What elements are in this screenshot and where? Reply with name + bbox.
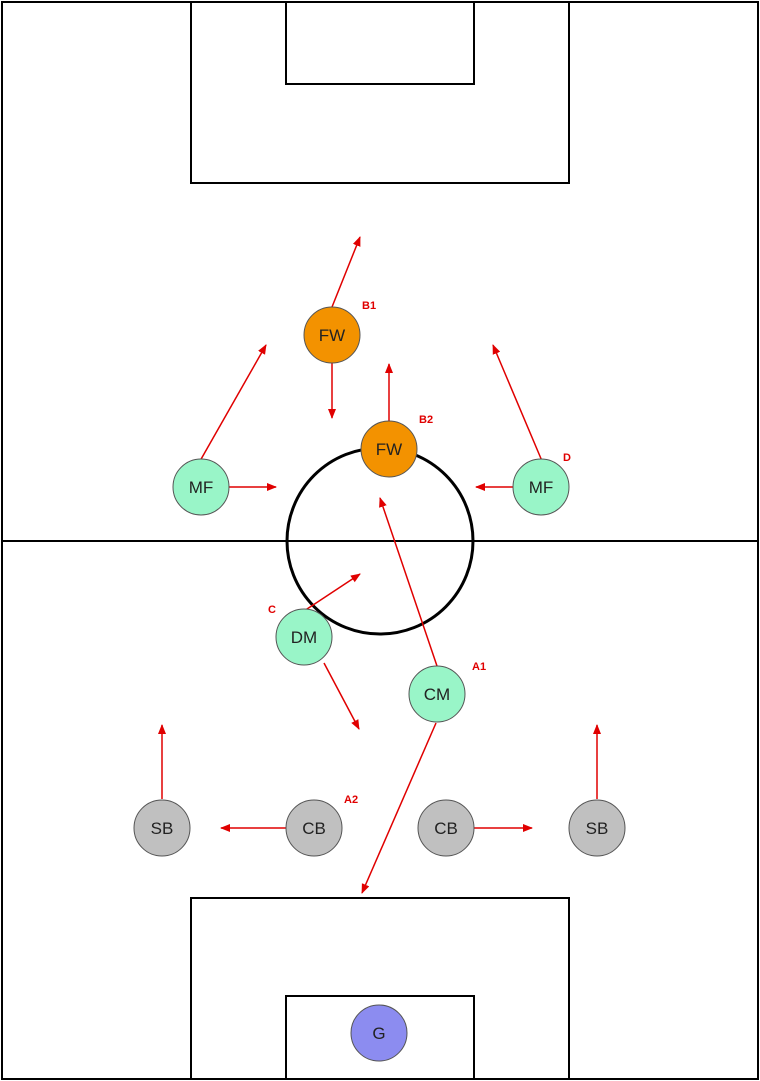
player-fw-b1: FW [303, 306, 361, 364]
player-marker [275, 608, 333, 666]
top-goal-area [285, 1, 475, 85]
tag-d: D [563, 452, 571, 464]
movement-arrow [323, 662, 360, 730]
player-label: SB [586, 819, 609, 838]
player-fw-b2: FW [360, 420, 418, 478]
player-label: CM [424, 685, 450, 704]
movement-arrows [158, 236, 601, 894]
tag-b2: B2 [419, 414, 433, 426]
player-marker [360, 420, 418, 478]
player-label: FW [376, 440, 402, 459]
player-label: CB [434, 819, 458, 838]
player-marker [133, 799, 191, 857]
player-marker [568, 799, 626, 857]
player-marker [285, 799, 343, 857]
players: FW FW MF MF DM CM SB CB CB SB G [133, 306, 626, 1062]
player-label: FW [319, 326, 345, 345]
movement-arrow [361, 722, 437, 894]
tag-a2: A2 [344, 794, 358, 806]
player-marker [408, 665, 466, 723]
player-cm: CM [408, 665, 466, 723]
bottom-goal-area [285, 995, 475, 1080]
player-gk: G [350, 1004, 408, 1062]
player-label: CB [302, 819, 326, 838]
player-marker [350, 1004, 408, 1062]
tag-a1: A1 [472, 661, 486, 673]
player-cb-left: CB [285, 799, 343, 857]
movement-arrow [331, 236, 361, 308]
player-mf-right: MF [512, 458, 570, 516]
player-sb-left: SB [133, 799, 191, 857]
movement-arrow [492, 344, 543, 462]
player-marker [417, 799, 475, 857]
tag-b1: B1 [362, 300, 376, 312]
player-label: MF [189, 478, 214, 497]
player-marker [303, 306, 361, 364]
player-label: SB [151, 819, 174, 838]
tag-c: C [268, 604, 276, 616]
player-label: G [372, 1024, 385, 1043]
movement-arrow [303, 573, 361, 612]
player-label: MF [529, 478, 554, 497]
player-marker [512, 458, 570, 516]
player-dm: DM [275, 608, 333, 666]
top-penalty-area [190, 1, 570, 184]
player-cb-right: CB [417, 799, 475, 857]
player-label: DM [291, 628, 317, 647]
movement-arrow [379, 497, 438, 667]
tag-labels: B1 B2 D C A1 A2 [268, 300, 571, 806]
movement-arrow [199, 344, 267, 462]
player-sb-right: SB [568, 799, 626, 857]
player-marker [172, 458, 230, 516]
player-mf-left: MF [172, 458, 230, 516]
